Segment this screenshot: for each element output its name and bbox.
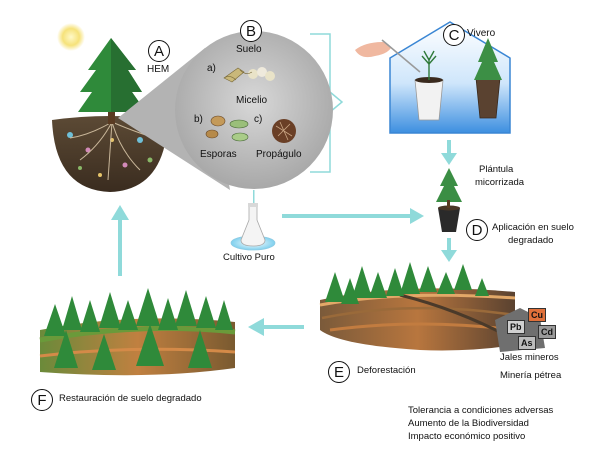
micelio-icon bbox=[223, 67, 275, 83]
arrow-f-to-a-shaft bbox=[118, 218, 122, 276]
strata-block bbox=[320, 288, 515, 351]
cultivo-puro-illustration bbox=[230, 203, 276, 251]
soil-particles bbox=[67, 132, 153, 177]
arrow-e-to-f-shaft bbox=[262, 325, 304, 329]
vivero-label: Vivero bbox=[467, 28, 496, 39]
forest-trees-f bbox=[44, 288, 233, 370]
restoration-illustration bbox=[39, 288, 236, 376]
hem-label: HEM bbox=[147, 64, 170, 75]
a-label: a) bbox=[207, 63, 216, 74]
label-b: B bbox=[240, 20, 262, 42]
benefit-biodiversidad: Aumento de la Biodiversidad bbox=[408, 418, 529, 429]
aplicacion-label: Aplicación en suelo bbox=[492, 222, 574, 233]
micelio-label: Micelio bbox=[236, 95, 268, 106]
esporas-label: Esporas bbox=[200, 149, 237, 160]
magnifier-bubble bbox=[175, 31, 333, 189]
seedling-right bbox=[474, 38, 502, 80]
micorrizada-label: micorrizada bbox=[475, 177, 525, 188]
deforestacion-label: Deforestación bbox=[357, 365, 416, 376]
metal-cd: Cd bbox=[538, 325, 556, 339]
suelo-label: Suelo bbox=[236, 44, 262, 55]
hand-icon bbox=[355, 42, 391, 58]
jales-label: Jales mineros bbox=[500, 352, 559, 363]
label-f: F bbox=[31, 389, 53, 411]
mineria-label: Minería pétrea bbox=[500, 370, 562, 381]
flow-arrows bbox=[111, 140, 457, 336]
deforestation-illustration bbox=[319, 262, 545, 352]
forest-trees-e bbox=[325, 262, 489, 304]
greenhouse-illustration bbox=[355, 21, 511, 134]
label-e: E bbox=[328, 361, 350, 383]
arrow-c-to-plantula-head bbox=[441, 153, 457, 165]
cultivo-puro-label: Cultivo Puro bbox=[223, 252, 275, 263]
pot-right bbox=[475, 77, 501, 119]
plantula-illustration bbox=[436, 168, 462, 232]
bracket-b-to-c bbox=[310, 33, 344, 173]
metal-as: As bbox=[518, 336, 536, 350]
metal-pb: Pb bbox=[507, 320, 525, 334]
b-label: b) bbox=[194, 114, 203, 125]
metal-cu: Cu bbox=[528, 308, 546, 322]
pipette-icon bbox=[381, 39, 421, 73]
arrow-cultivo-to-d-head bbox=[410, 208, 424, 224]
label-c: C bbox=[443, 24, 465, 46]
arrow-c-to-plantula-shaft bbox=[447, 140, 451, 155]
seedling-left bbox=[421, 50, 437, 80]
propagulo-label: Propágulo bbox=[256, 149, 302, 160]
arrow-cultivo-to-d-shaft bbox=[282, 214, 412, 218]
plantula-label: Plántula bbox=[479, 164, 514, 175]
label-d: D bbox=[466, 219, 488, 241]
c-label: c) bbox=[254, 114, 263, 125]
sun-icon bbox=[57, 23, 85, 51]
propagulo-icon bbox=[272, 119, 296, 143]
arrow-d-to-e-head bbox=[441, 250, 457, 262]
flask-icon bbox=[240, 205, 266, 247]
label-a: A bbox=[148, 40, 170, 62]
arrow-b-to-cultivo bbox=[253, 190, 255, 204]
esporas-icon bbox=[205, 115, 249, 142]
arrow-d-to-e-shaft bbox=[447, 238, 451, 252]
benefit-tolerancia: Tolerancia a condiciones adversas bbox=[408, 405, 554, 416]
restauracion-label: Restauración de suelo degradado bbox=[59, 393, 202, 404]
degradado-label: degradado bbox=[508, 235, 554, 246]
pot-left bbox=[414, 79, 444, 121]
arrow-e-to-f-head bbox=[248, 318, 264, 336]
benefit-economico: Impacto económico positivo bbox=[408, 431, 526, 442]
tree-crown-shade bbox=[111, 38, 146, 112]
arrow-f-to-a-head bbox=[111, 205, 129, 220]
hem-tree-illustration bbox=[52, 38, 168, 192]
